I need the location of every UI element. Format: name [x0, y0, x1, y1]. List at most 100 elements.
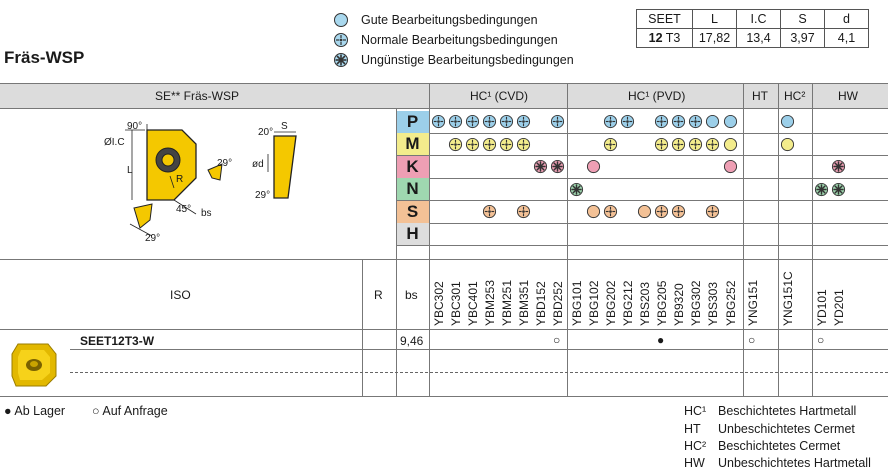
code-text: Unbeschichtetes Cermet [718, 422, 855, 436]
divider [0, 396, 888, 397]
bad-condition-icon [831, 182, 846, 196]
grade-name: YD101 [815, 289, 829, 326]
spec-header-s: S [780, 9, 825, 29]
r-label: R [176, 174, 183, 185]
good-condition-icon [334, 13, 348, 27]
material-k: K [396, 155, 429, 178]
good-condition-icon [723, 159, 738, 174]
ic-label: ØI.C [104, 137, 125, 148]
bad-condition-icon [533, 159, 548, 174]
good-condition-icon [586, 204, 601, 219]
group-hc1-cvd: HC¹ (CVD) [470, 89, 528, 103]
r-header: R [374, 288, 383, 302]
spec-ic: 13,4 [736, 28, 781, 48]
grade-column-header: YBG252 [724, 256, 738, 326]
bad-condition-icon [569, 182, 584, 196]
material-p: P [396, 110, 429, 133]
legend-bad-label: Ungünstige Bearbeitungsbedingungen [361, 53, 574, 67]
code-key: HC² [684, 439, 707, 453]
grade-column-header: YBG212 [621, 256, 635, 326]
legend-good-label: Gute Bearbeitungsbedingungen [361, 13, 538, 27]
normal-condition-icon [654, 114, 669, 129]
grade-column-header: YNG151C [781, 256, 795, 326]
normal-condition-icon [688, 114, 703, 129]
code-text: Beschichtetes Hartmetall [718, 404, 857, 418]
spec-size: 12 T3 [636, 28, 693, 48]
in-stock-symbol: ● [4, 404, 12, 418]
bad-condition-icon [334, 53, 348, 67]
legend-good: Gute Bearbeitungsbedingungen [333, 10, 538, 30]
divider [396, 177, 888, 179]
spec-header-d: d [824, 9, 869, 29]
series-label: SE** Fräs-WSP [155, 89, 240, 103]
normal-condition-icon [465, 137, 480, 151]
normal-condition-icon [550, 114, 565, 129]
bs-header: bs [405, 288, 418, 302]
good-condition-icon [723, 137, 738, 151]
group-hw: HW [838, 89, 858, 103]
divider [396, 222, 888, 224]
product-iso[interactable]: SEET12T3-W [80, 334, 155, 348]
grade-name: YBG205 [655, 280, 669, 326]
good-condition-icon [705, 114, 720, 129]
material-s: S [396, 200, 429, 223]
spec-d: 4,1 [824, 28, 869, 48]
grade-name: YB9320 [672, 283, 686, 326]
on-request-marker: ○ [817, 333, 825, 347]
divider [812, 109, 813, 396]
divider [362, 259, 363, 396]
code-key: HW [684, 456, 705, 470]
normal-condition-icon [705, 204, 720, 219]
grade-name: YBC301 [449, 281, 463, 326]
normal-condition-icon [448, 114, 463, 129]
spec-size-suffix: T3 [665, 31, 681, 45]
code-text: Unbeschichtetes Hartmetall [718, 456, 871, 470]
grade-name: YBD252 [551, 281, 565, 326]
in-stock-marker: ● [657, 333, 665, 347]
normal-condition-icon [448, 137, 463, 151]
grade-name: YBM351 [517, 279, 531, 326]
grade-column-header: YBG101 [570, 256, 584, 326]
normal-condition-icon [334, 33, 348, 47]
group-hc2: HC² [784, 89, 806, 103]
normal-condition-icon [671, 114, 686, 129]
good-condition-icon [586, 159, 601, 174]
page-title: Fräs-WSP [4, 48, 85, 67]
angle-45-label: 45° [176, 204, 191, 215]
on-request-label: Auf Anfrage [102, 404, 168, 418]
grade-name: YBM253 [483, 279, 497, 326]
normal-condition-icon [499, 137, 514, 151]
on-request-marker: ○ [553, 333, 561, 347]
divider [429, 109, 430, 396]
grade-name: YBG101 [570, 280, 584, 326]
normal-condition-icon [516, 114, 531, 129]
material-h: H [396, 223, 429, 245]
grade-column-header: YBS203 [638, 256, 652, 326]
divider [0, 329, 888, 330]
angle-90-label: 90° [127, 121, 142, 132]
insert-side-view [273, 135, 297, 199]
grade-name: YNG151C [781, 271, 795, 326]
grade-name: YBM251 [500, 279, 514, 326]
grade-column-header: YD101 [815, 256, 829, 326]
divider [70, 349, 888, 350]
material-m: M [396, 133, 429, 155]
divider [396, 155, 888, 156]
grade-name: YNG151 [746, 279, 760, 326]
divider [778, 109, 779, 396]
band-divider [429, 83, 430, 109]
normal-condition-icon [654, 137, 669, 151]
grade-column-header: YBC302 [432, 256, 446, 326]
spec-header-seet: SEET [636, 9, 693, 29]
normal-condition-icon [603, 204, 618, 219]
grade-column-header: YBG205 [655, 256, 669, 326]
spec-l: 17,82 [692, 28, 737, 48]
normal-condition-icon [688, 137, 703, 151]
code-hw: HW Unbeschichtetes Hartmetall [684, 456, 871, 470]
band-divider [743, 83, 744, 109]
group-ht: HT [752, 89, 768, 103]
bad-condition-icon [814, 182, 829, 196]
normal-condition-icon [671, 137, 686, 151]
